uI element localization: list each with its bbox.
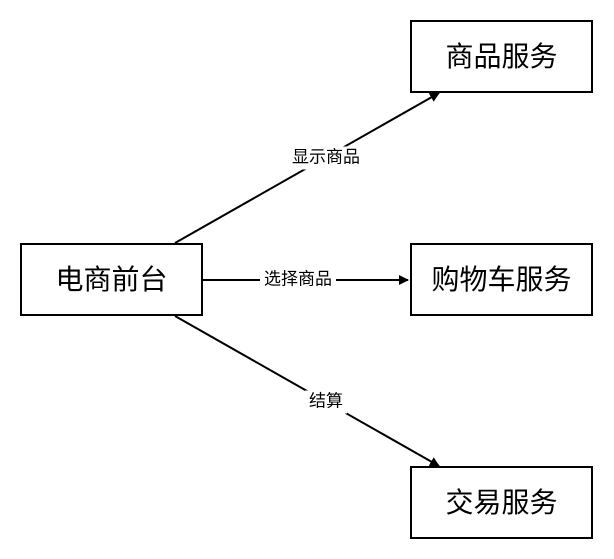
edge-label-show-products: 显示商品 [288,146,364,170]
node-product-service-label: 商品服务 [445,39,558,73]
node-trade-service: 交易服务 [410,466,593,539]
node-frontend-label: 电商前台 [55,262,168,296]
node-frontend: 电商前台 [20,243,203,316]
edge-label-select-products: 选择商品 [260,268,336,292]
node-trade-service-label: 交易服务 [445,485,558,519]
node-cart-service: 购物车服务 [410,243,593,316]
node-cart-service-label: 购物车服务 [431,262,572,296]
edge-label-checkout: 结算 [305,390,347,414]
node-product-service: 商品服务 [410,20,593,93]
